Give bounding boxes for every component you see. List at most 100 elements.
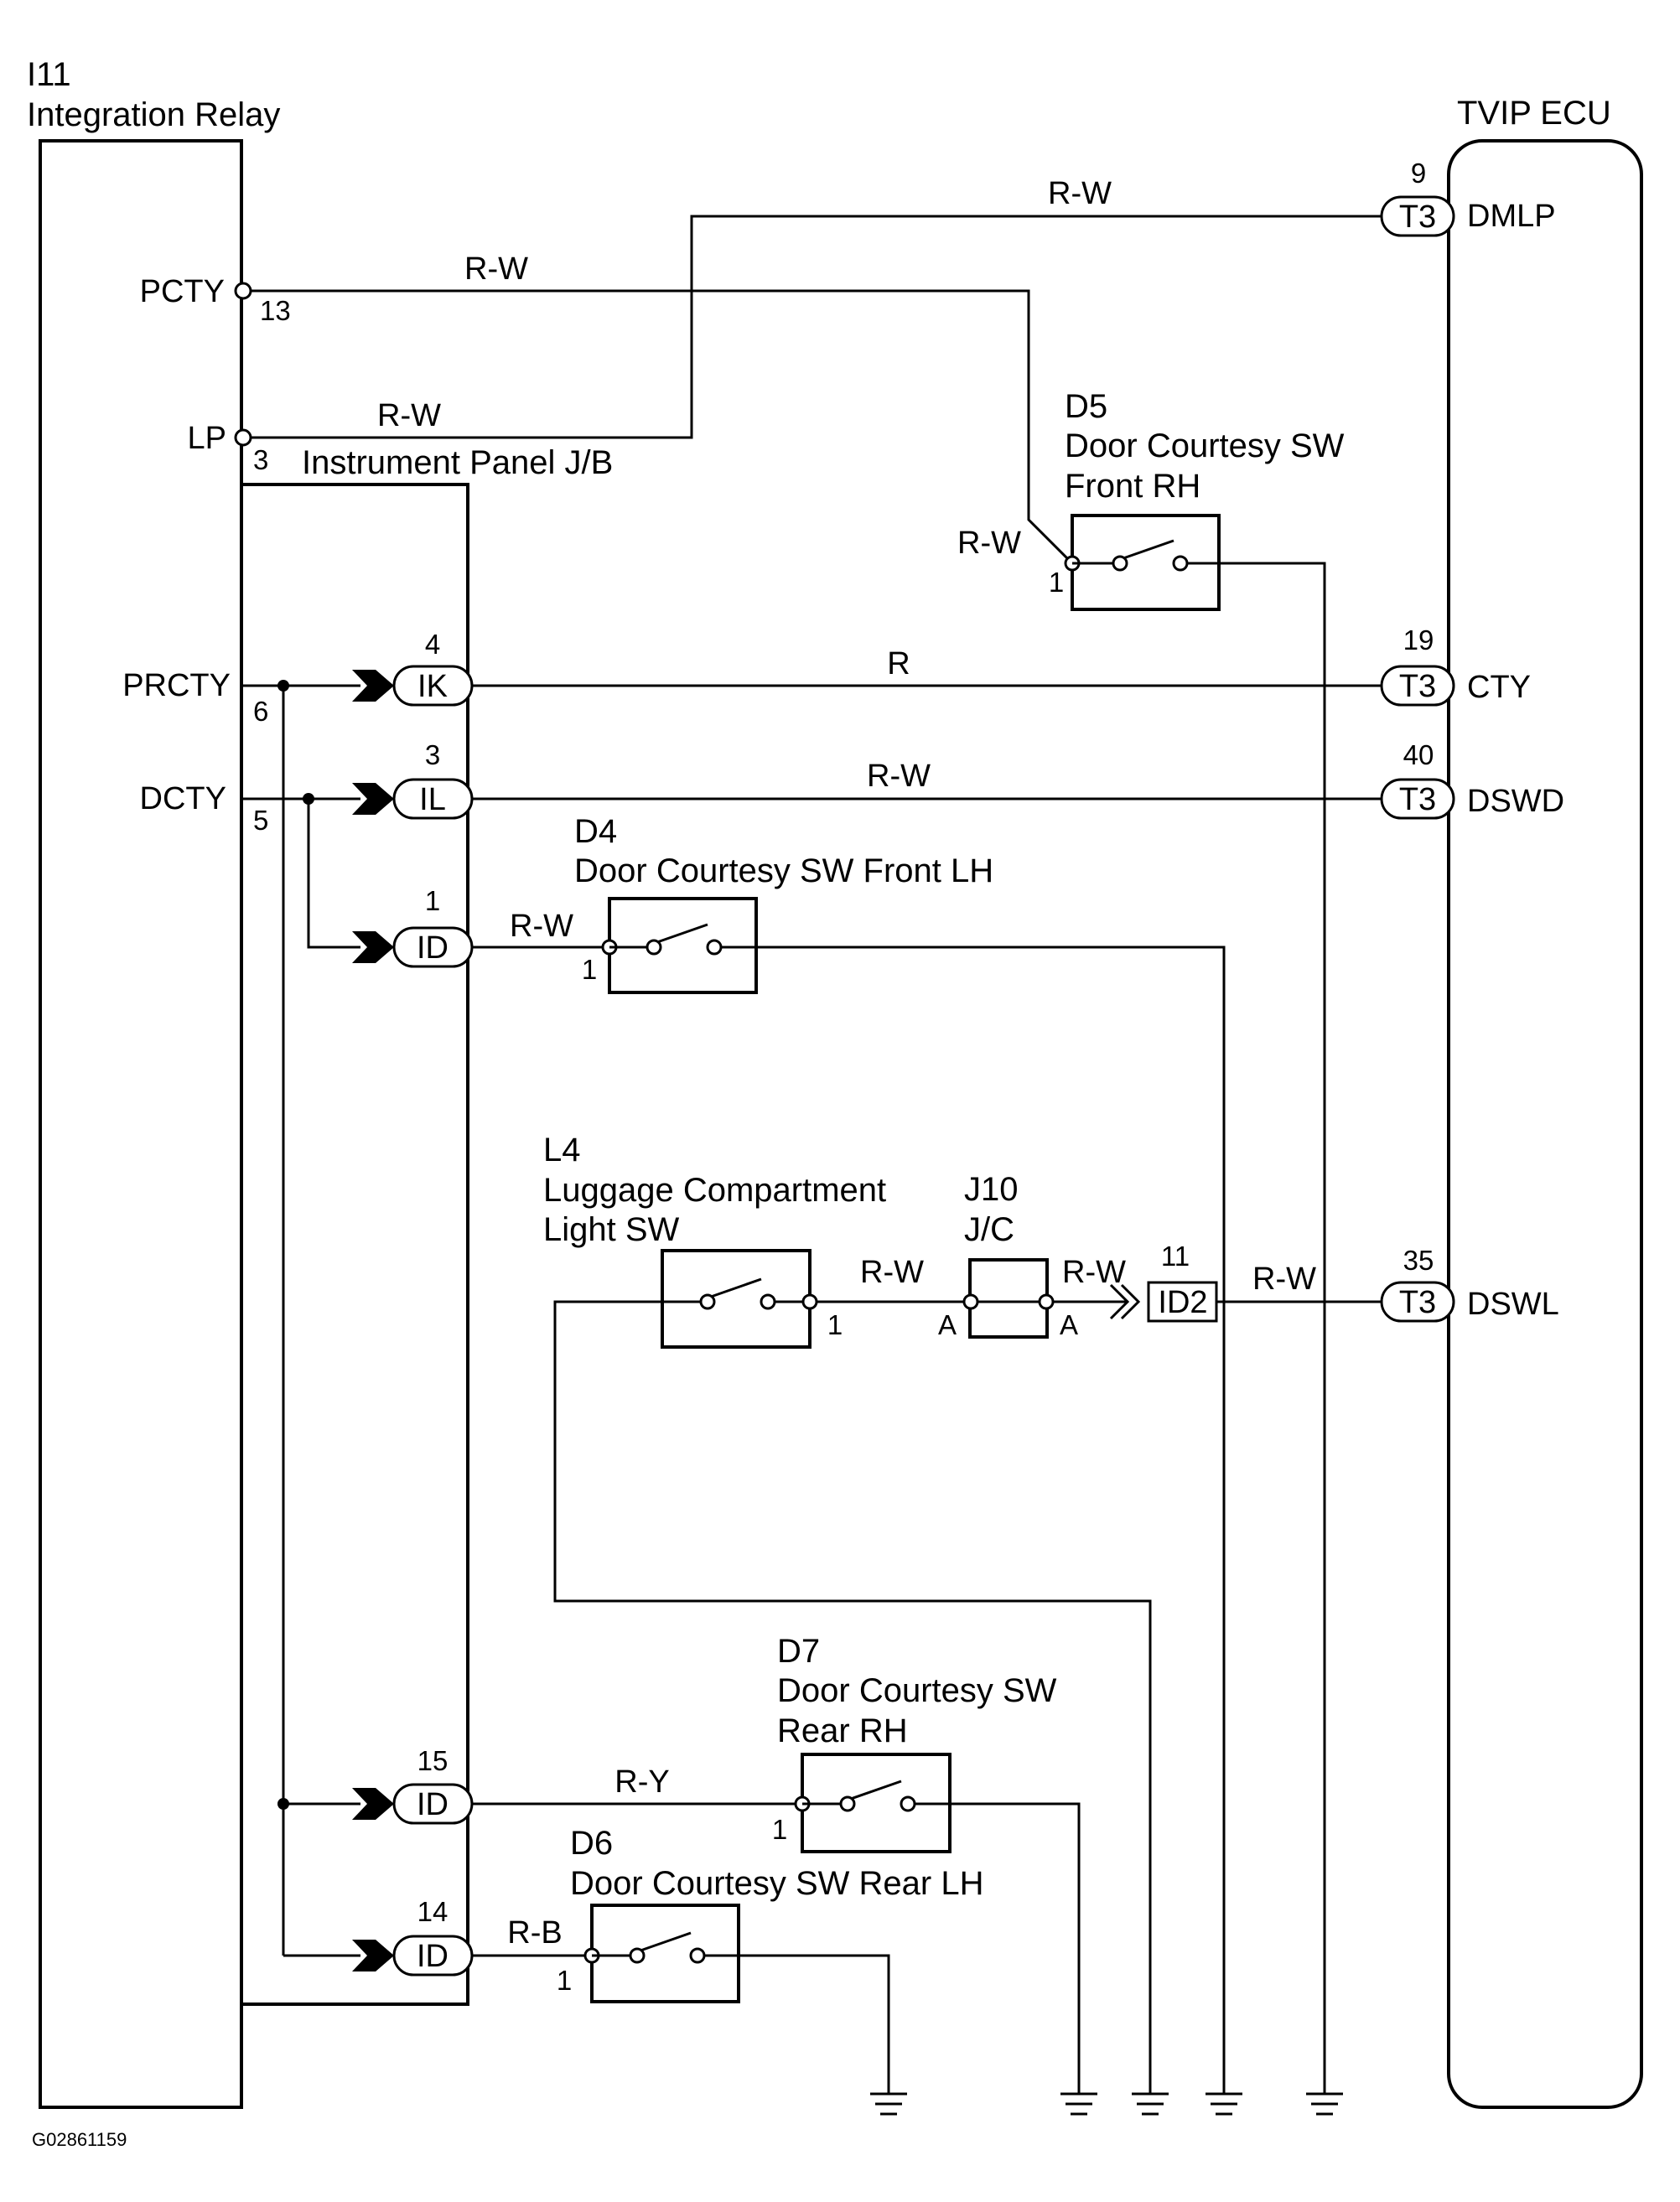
connector-label: IL [419,782,446,817]
switch-pin-num: 1 [772,1814,787,1845]
jc-pin-a-right: A [1060,1309,1078,1340]
relay-name: Integration Relay [27,96,280,133]
connector-label: ID [417,1939,449,1974]
ecu-num-dswl: 35 [1403,1245,1434,1276]
switch-code: D6 [570,1825,613,1862]
switch-code: D7 [777,1633,820,1670]
switch-contact-a [1112,555,1128,572]
switch-d6: D6 Door Courtesy SW Rear LH 1 [557,1825,983,2003]
connector-num: 15 [417,1745,449,1776]
connector-pill [1380,195,1455,237]
figure-id: G02861159 [32,2129,127,2150]
wire-label-cty: R [887,646,910,681]
switch-contact-b [760,1293,776,1310]
switch-code: D5 [1065,388,1107,425]
jc-pin-left [962,1293,979,1310]
jc-name: J/C [964,1211,1014,1248]
connector-label: ID [417,930,449,966]
connector-num: 11 [1161,1241,1190,1272]
junction-connector-j10: J10 J/C A A [938,1171,1078,1340]
wire-label-lp: R-W [377,398,441,433]
switch-box [661,1249,811,1349]
wire-pcty-d5 [247,289,1074,565]
connector-t3-dmlp: T3 [1380,195,1455,237]
connector-label: T3 [1399,1285,1436,1320]
wire-label-jc: R-W [1062,1255,1126,1290]
double-chevron-icon [1109,1283,1141,1320]
connector-arrow-icon [352,1788,394,1820]
ecu-pin-dmlp: DMLP [1467,199,1556,234]
connector-pill [392,926,474,968]
connector-box [1147,1281,1218,1323]
relay-num-lp: 3 [253,444,268,475]
ecu-num-dswd: 40 [1403,739,1434,770]
switch-line2: Front RH [1065,468,1200,505]
relay-code: I11 [27,56,71,93]
junction-bus-d7 [277,1798,289,1810]
switch-d4: D4 Door Courtesy SW Front LH 1 [574,813,993,994]
switch-line1: Door Courtesy SW [1065,427,1345,464]
connector-t3-dswd: T3 [1380,778,1455,820]
connector-label: IK [417,669,448,704]
connector-label: T3 [1399,199,1436,235]
jc-box [968,1258,1049,1339]
switch-line2: Light SW [543,1211,680,1248]
switch-pin-num: 1 [827,1309,843,1340]
wire-label-pcty: R-W [464,251,528,287]
switch-contact-b [900,1795,916,1812]
relay-pin-pcty: PCTY [140,274,225,309]
connector-num: 14 [417,1896,449,1927]
switch-contact-a [699,1293,716,1310]
switch-d5: D5 Door Courtesy SW Front RH 1 [1049,388,1345,611]
wire-d7-ground [950,1802,1081,2094]
junction-dcty [303,793,314,805]
relay-num-prcty: 6 [253,696,268,727]
integration-relay-box [39,139,243,2109]
switch-pin-num: 1 [582,954,597,985]
wire-label-d6: R-B [507,1915,562,1951]
relay-pin-dot-pcty [234,282,252,300]
connector-id-d4: ID 1 [352,885,474,968]
connector-arrow-icon [352,783,394,815]
ecu-pin-cty: CTY [1467,670,1531,705]
connector-id-d7: ID 15 [352,1745,474,1825]
switch-box [590,1904,740,2003]
connector-id-d6: ID 14 [352,1896,474,1977]
wire-l4-ground [553,1300,1152,2094]
ground-icon [1306,2092,1343,2116]
connector-label: T3 [1399,669,1436,704]
connector-pill [392,1783,474,1825]
jc-pin-a-left: A [938,1309,957,1340]
connector-num: 4 [425,629,440,660]
wire-dcty-id [307,799,360,949]
connector-arrow-icon [352,1940,394,1971]
relay-pin-prcty: PRCTY [122,668,231,703]
ground-icon [1060,2092,1097,2116]
wire-label-l4: R-W [860,1255,924,1290]
ecu-num-dmlp: 9 [1411,158,1426,189]
connector-pill [1380,778,1455,820]
connector-id2: ID2 11 [1109,1241,1218,1323]
switch-line2: Rear RH [777,1712,908,1749]
ecu-name: TVIP ECU [1457,95,1611,132]
connector-pill [392,1935,474,1977]
wire-label-d4: R-W [510,909,573,944]
switch-pin-num: 1 [557,1965,572,1996]
wire-label-dswd: R-W [867,759,931,794]
relay-pin-lp: LP [188,421,226,456]
switch-blade [656,923,708,944]
jc-code: J10 [964,1171,1019,1208]
connector-arrow-icon [352,931,394,963]
connector-ik: IK 4 [352,629,474,707]
relay-pin-dot-lp [234,428,252,447]
connector-label: ID2 [1158,1285,1207,1320]
switch-blade [640,1931,692,1952]
ecu-num-cty: 19 [1403,624,1434,655]
junction-prcty [277,680,289,692]
connector-label: ID [417,1787,449,1822]
switch-code: D4 [574,813,617,850]
relay-pin-dcty: DCTY [140,781,226,816]
wire-lp-dmlp [247,215,1390,439]
switch-contact-b [1172,555,1189,572]
jb-name: Instrument Panel J/B [302,444,613,481]
